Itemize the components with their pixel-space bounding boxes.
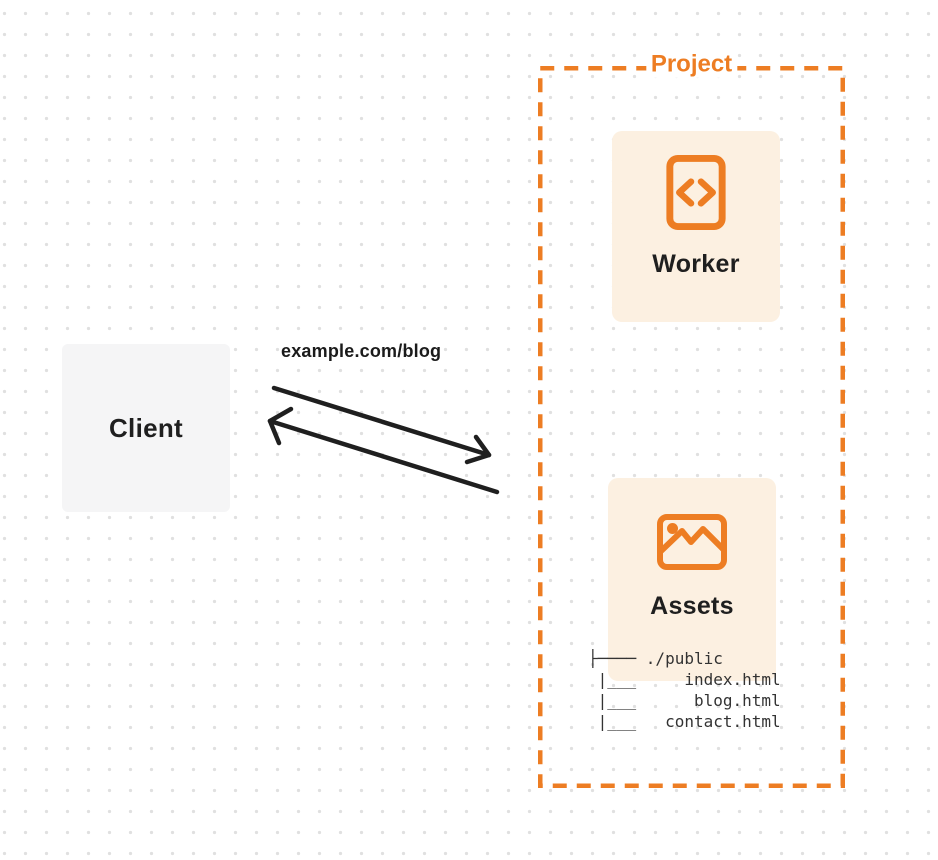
request-url-label: example.com/blog (281, 341, 442, 361)
worker-label: Worker (652, 250, 740, 278)
assets-node: Assets (608, 478, 776, 681)
project-container: Project Worker Assets ├──── ./public |__… (538, 51, 845, 788)
worker-node: Worker (612, 131, 780, 322)
client-node: Client (62, 344, 230, 512)
assets-label: Assets (650, 592, 734, 620)
request-arrow (271, 385, 492, 465)
image-icon (657, 514, 727, 570)
project-title: Project (645, 51, 738, 79)
client-label: Client (108, 412, 184, 443)
assets-file-tree: ├──── ./public |___ index.html |___ blog… (588, 649, 781, 731)
code-file-icon (666, 155, 726, 230)
response-arrow (267, 406, 500, 495)
